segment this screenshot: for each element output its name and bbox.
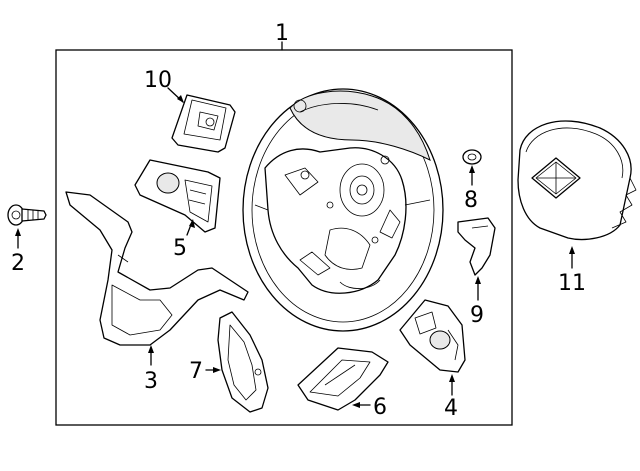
switch-left (134, 159, 221, 233)
arrow-3 (148, 345, 154, 353)
bolt (7, 204, 47, 226)
arrow-10 (177, 95, 184, 103)
callout-1: 1 (275, 21, 289, 46)
arrow-4 (449, 374, 455, 382)
callout-3: 3 (144, 369, 158, 394)
assembly-frame (55, 49, 513, 426)
lower-bezel (65, 191, 249, 346)
arrow-11 (569, 246, 575, 254)
clip (462, 149, 482, 165)
callout-5: 5 (173, 236, 187, 261)
callout-2: 2 (11, 251, 25, 276)
arrow-6 (352, 402, 360, 408)
arrow-7 (213, 367, 221, 373)
callout-9: 9 (470, 303, 484, 328)
switch-cover-upper (171, 94, 236, 153)
switch-right (399, 299, 466, 373)
arrow-2 (15, 228, 21, 236)
steering-wheel (242, 88, 444, 332)
callout-8: 8 (464, 188, 478, 213)
bracket (457, 217, 496, 276)
lower-cover-left (217, 311, 269, 413)
callout-7: 7 (189, 359, 203, 384)
arrow-8 (469, 165, 475, 173)
lower-cover-right (297, 347, 389, 411)
airbag (517, 120, 637, 241)
callout-11: 11 (558, 271, 586, 296)
arrow-5 (189, 219, 195, 228)
callout-6: 6 (373, 395, 387, 420)
callout-4: 4 (444, 396, 458, 421)
callout-10: 10 (144, 68, 172, 93)
arrow-9 (475, 276, 481, 284)
